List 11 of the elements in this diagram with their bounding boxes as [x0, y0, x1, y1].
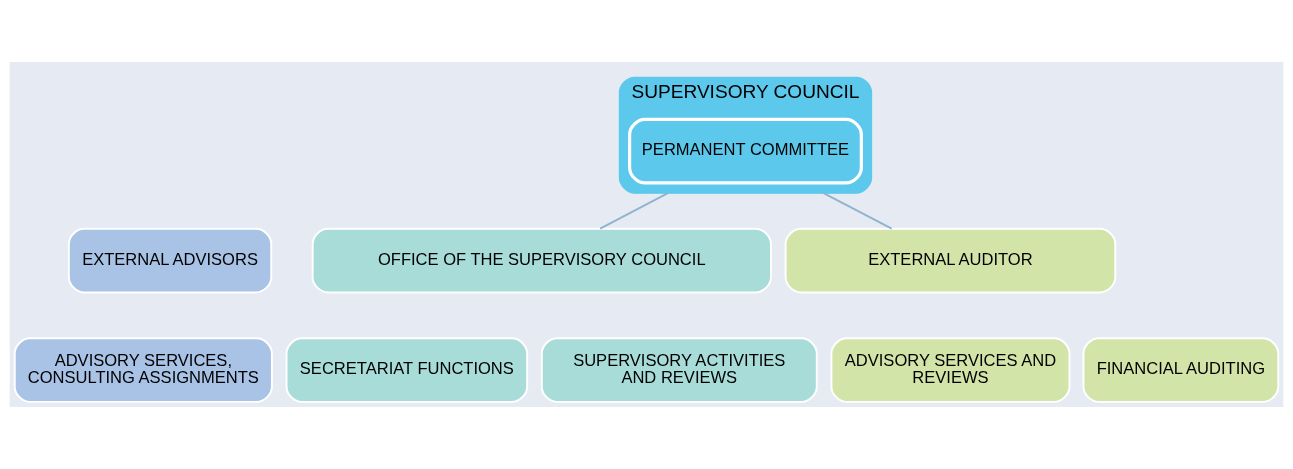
node-box: SECRETARIAT FUNCTIONS — [285, 337, 529, 403]
node-box: ADVISORY SERVICES AND REVIEWS — [830, 337, 1071, 403]
node-box: FINANCIAL AUDITING — [1082, 337, 1280, 403]
node-box: SUPERVISORY ACTIVITIES AND REVIEWS — [540, 337, 818, 403]
node-box: OFFICE OF THE SUPERVISORY COUNCIL — [311, 227, 772, 294]
node-box: PERMANENT COMMITTEE — [628, 117, 863, 185]
node-box: EXTERNAL ADVISORS — [67, 227, 273, 294]
node-box: ADVISORY SERVICES, CONSULTING ASSIGNMENTS — [13, 337, 273, 403]
connector — [822, 192, 893, 230]
node-box: EXTERNAL AUDITOR — [784, 227, 1117, 294]
connector — [599, 192, 669, 230]
